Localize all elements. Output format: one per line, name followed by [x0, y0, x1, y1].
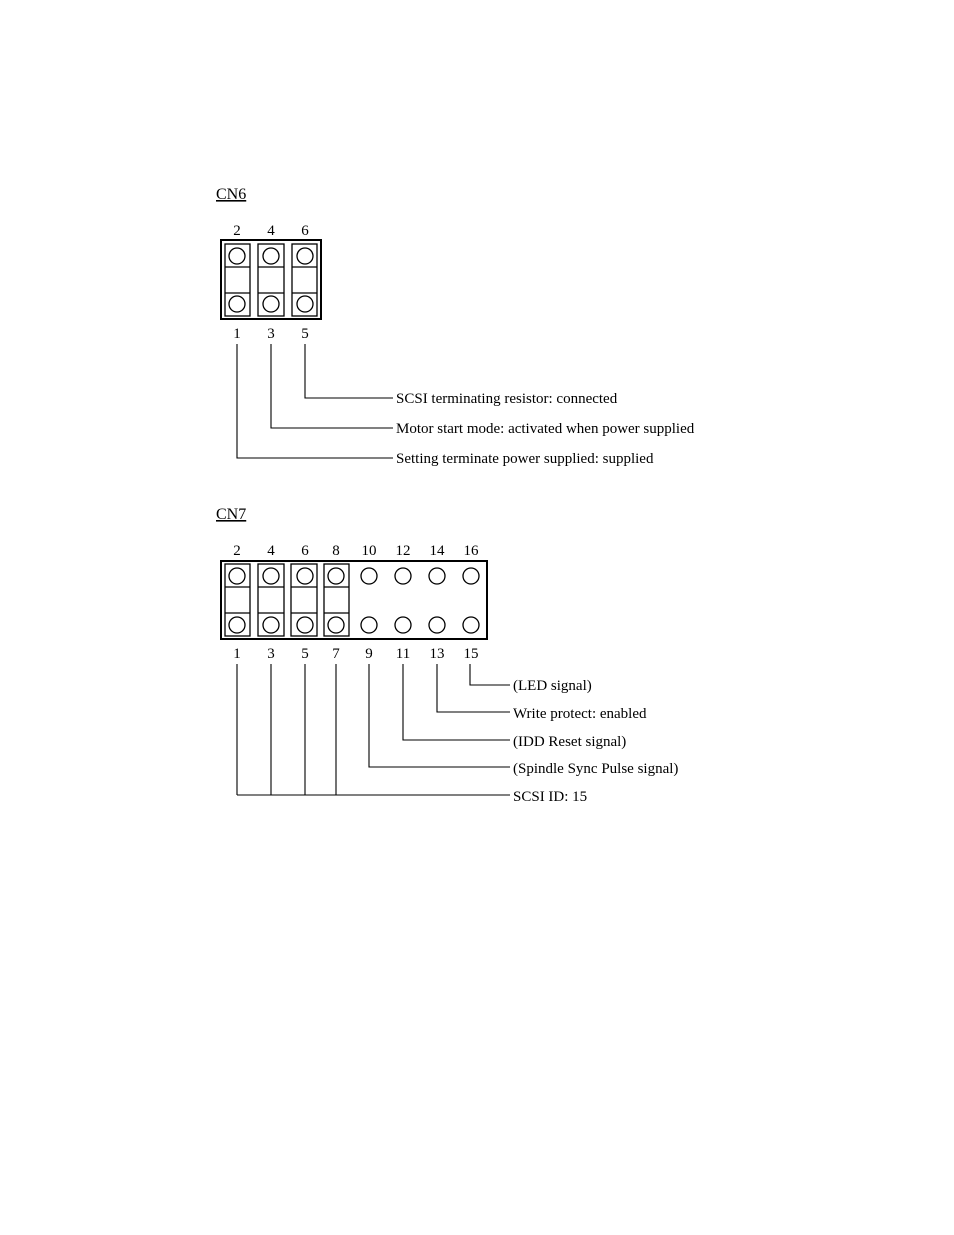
cn7-connector: CN7 2 4 6 8 10 12 14 16 — [216, 506, 678, 805]
cn7-pin-13-label: 13 — [430, 646, 445, 662]
cn7-jumper-3-4[interactable] — [257, 563, 285, 637]
cn7-pin-10 — [360, 567, 378, 585]
cn7-pin-16-label: 16 — [464, 543, 480, 559]
cn6-pin-5-label: 5 — [301, 326, 309, 342]
cn7-jumper-5-6[interactable] — [290, 563, 318, 637]
cn6-title: CN6 — [216, 186, 246, 203]
cn7-pin-12-label: 12 — [396, 543, 411, 559]
cn6-pin-6 — [296, 247, 314, 265]
cn7-pin-5-label: 5 — [301, 646, 309, 662]
cn7-pin-13 — [428, 616, 446, 634]
cn7-pin-4-label: 4 — [267, 543, 275, 559]
cn7-pin-9-label: 9 — [365, 646, 373, 662]
cn6-terminate-power-label: Setting terminate power supplied: suppli… — [396, 451, 654, 467]
cn7-led-signal-label: (LED signal) — [513, 678, 592, 694]
cn6-leader-pin1 — [236, 344, 393, 459]
cn7-leader-pin15 — [469, 664, 510, 686]
cn7-pin-4 — [262, 567, 280, 585]
cn6-pin-1 — [228, 295, 246, 313]
cn6-pin-4-label: 4 — [267, 223, 275, 239]
cn7-pin-10-label: 10 — [362, 543, 377, 559]
cn7-pin-14 — [428, 567, 446, 585]
cn7-pin-1 — [228, 616, 246, 634]
cn6-jumper-5-6[interactable] — [291, 243, 318, 317]
cn7-leader-pin11 — [402, 664, 510, 741]
cn6-pin-6-label: 6 — [301, 223, 309, 239]
cn6-header-frame — [220, 239, 322, 320]
cn7-header-frame — [220, 560, 488, 640]
cn7-pin-15 — [462, 616, 480, 634]
cn7-pin-3-label: 3 — [267, 646, 275, 662]
cn7-jumper-7-8[interactable] — [323, 563, 350, 637]
cn6-terminating-resistor-label: SCSI terminating resistor: connected — [396, 391, 618, 407]
cn7-pin-14-label: 14 — [430, 543, 446, 559]
cn7-pin-2-label: 2 — [233, 543, 241, 559]
cn6-leader-pin3 — [270, 344, 393, 429]
cn7-pin-7 — [327, 616, 345, 634]
cn7-leader-pins1-7 — [236, 664, 510, 796]
cn6-pin-3 — [262, 295, 280, 313]
cn7-write-protect-label: Write protect: enabled — [513, 706, 647, 722]
cn7-pin-8-label: 8 — [332, 543, 340, 559]
cn6-pin-2 — [228, 247, 246, 265]
cn7-pin-16 — [462, 567, 480, 585]
cn6-pin-1-label: 1 — [233, 326, 241, 342]
cn7-pin-11 — [394, 616, 412, 634]
cn6-jumper-3-4[interactable] — [257, 243, 285, 317]
cn7-title: CN7 — [216, 506, 246, 523]
cn7-pin-6 — [296, 567, 314, 585]
cn6-pin-5 — [296, 295, 314, 313]
cn7-jumper-1-2[interactable] — [224, 563, 251, 637]
cn7-idd-reset-signal-label: (IDD Reset signal) — [513, 734, 626, 750]
cn7-spindle-sync-pulse-label: (Spindle Sync Pulse signal) — [513, 761, 678, 777]
cn7-pin-9 — [360, 616, 378, 634]
cn7-pin-7-label: 7 — [332, 646, 340, 662]
cn6-pin-4 — [262, 247, 280, 265]
cn6-jumper-1-2[interactable] — [224, 243, 251, 317]
cn7-pin-8 — [327, 567, 345, 585]
cn6-pin-2-label: 2 — [233, 223, 241, 239]
cn7-pin-15-label: 15 — [464, 646, 479, 662]
cn7-pin-1-label: 1 — [233, 646, 241, 662]
cn7-scsi-id-label: SCSI ID: 15 — [513, 789, 587, 805]
cn7-pin-11-label: 11 — [396, 646, 410, 662]
cn7-pin-6-label: 6 — [301, 543, 309, 559]
cn6-pin-3-label: 3 — [267, 326, 275, 342]
cn7-pin-3 — [262, 616, 280, 634]
cn7-leader-pin9 — [368, 664, 510, 768]
cn6-connector: CN6 2 4 6 1 3 5 — [216, 186, 695, 467]
cn6-motor-start-mode-label: Motor start mode: activated when power s… — [396, 421, 695, 437]
cn6-leader-pin5 — [304, 344, 393, 399]
cn7-leader-pin13 — [436, 664, 510, 713]
cn7-pin-12 — [394, 567, 412, 585]
cn7-pin-2 — [228, 567, 246, 585]
cn7-pin-5 — [296, 616, 314, 634]
